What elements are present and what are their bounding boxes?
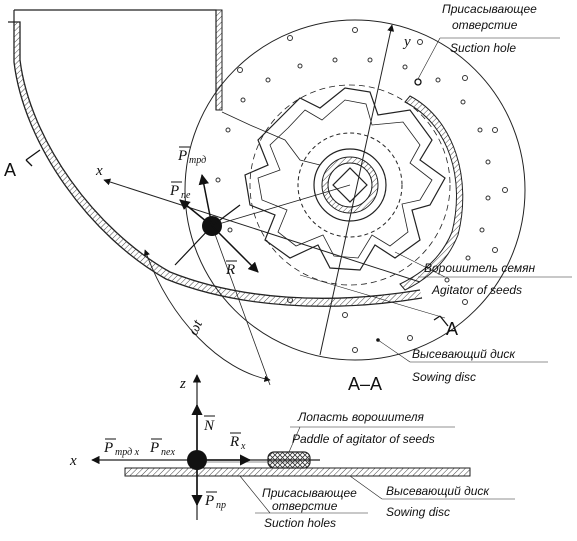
svg-text:Suction hole: Suction hole <box>450 41 516 55</box>
side-seed-particle <box>187 450 207 470</box>
svg-text:Ворошитель семян: Ворошитель семян <box>424 261 536 275</box>
disc-bolt-holes <box>237 27 508 353</box>
svg-text:Лопасть ворошителя: Лопасть ворошителя <box>297 410 425 424</box>
svg-text:Высевающий диск: Высевающий диск <box>386 484 490 498</box>
section-title: A–A <box>348 374 382 394</box>
sowing-disc-outline <box>184 19 526 361</box>
svg-text:Suction holes: Suction holes <box>264 516 336 530</box>
svg-text:Высевающий диск: Высевающий диск <box>412 347 516 361</box>
svg-text:отверстие: отверстие <box>452 18 518 32</box>
force-n-label: N <box>203 418 215 434</box>
svg-text:Agitator of seeds: Agitator of seeds <box>431 283 522 297</box>
hopper-housing <box>8 9 423 307</box>
callout-sowing-disc: Высевающий диск Sowing disc <box>376 338 548 384</box>
force-rx-label: R <box>229 434 239 450</box>
svg-text:Присасывающее: Присасывающее <box>442 2 537 16</box>
svg-text:отверстие: отверстие <box>272 499 338 513</box>
callout-side-sowing-disc: Высевающий диск Sowing disc <box>349 475 515 519</box>
force-ppex-sub: пеx <box>161 447 175 458</box>
guide-arc <box>399 95 464 291</box>
side-view: z x N R x P пеx P трд x P пр Лопасть <box>69 374 515 530</box>
suction-hole-marker <box>414 78 422 86</box>
z-axis-label: z <box>179 376 186 392</box>
force-ptrd-arrow <box>198 173 213 227</box>
callout-suction-hole: Присасывающее отверстие Suction hole <box>417 2 560 80</box>
inner-dashed-circle <box>249 84 451 286</box>
section-mark-left: A <box>4 149 41 180</box>
y-axis <box>319 24 395 356</box>
force-ppex-label: P <box>149 440 159 456</box>
force-ptrdx-sub: трд x <box>115 447 140 458</box>
force-ptrd-label: P <box>177 148 187 164</box>
svg-text:Присасывающее: Присасывающее <box>262 486 357 500</box>
x-axis <box>103 178 421 283</box>
force-ptrd-sub: трд <box>189 155 206 166</box>
force-r-arrow <box>211 225 259 273</box>
x-axis-label: x <box>95 163 103 179</box>
side-x-axis-label: x <box>69 453 77 469</box>
force-rx-sub: x <box>240 441 246 452</box>
force-ppe-sub: пе <box>181 190 191 201</box>
force-ppr-sub: пр <box>216 500 226 511</box>
section-mark-right: A <box>433 315 458 339</box>
force-ppr-label: P <box>204 493 214 509</box>
force-r-label: R <box>225 262 235 278</box>
svg-text:Paddle of agitator of seeds: Paddle of agitator of seeds <box>292 432 435 446</box>
y-axis-label: y <box>402 34 411 50</box>
angle-arc <box>143 249 271 382</box>
svg-text:Sowing disc: Sowing disc <box>386 505 450 519</box>
top-view: ωt y x P трд P пе R A A <box>4 2 572 394</box>
suction-holes-ring <box>215 57 491 283</box>
callout-paddle: Лопасть ворошителя Paddle of agitator of… <box>288 410 455 453</box>
force-ppe-label: P <box>169 183 179 199</box>
svg-text:A: A <box>4 160 16 180</box>
svg-text:A: A <box>446 319 458 339</box>
force-ppe-arrow <box>179 199 213 227</box>
callout-suction-holes: Присасывающее отверстие Suction holes <box>239 475 368 530</box>
force-ptrdx-label: P <box>103 440 113 456</box>
mid-dashed-circle <box>297 132 403 238</box>
angle-label: ωt <box>185 317 206 338</box>
callout-agitator: Ворошитель семян Agitator of seeds <box>394 251 572 297</box>
seed-agitator-shape <box>244 87 446 271</box>
svg-text:Sowing disc: Sowing disc <box>412 370 476 384</box>
side-sowing-disc <box>124 467 471 477</box>
